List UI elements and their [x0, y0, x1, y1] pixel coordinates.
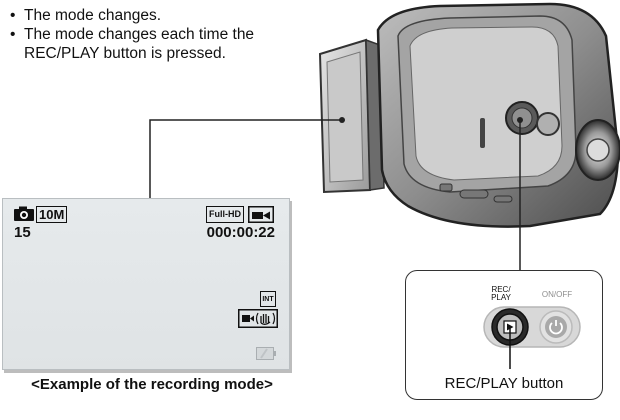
shots-remaining: 15: [14, 224, 31, 241]
video-quality-badge: Full-HD: [206, 206, 244, 223]
camera-mode-icon: [13, 206, 35, 222]
lcd-screen-example: 10M 15 Full-HD 000:00:22 INT: [2, 198, 290, 370]
internal-memory-indicator: INT: [260, 291, 276, 307]
video-mode-icon: [248, 206, 274, 223]
instruction-list: The mode changes. The mode changes each …: [4, 6, 294, 63]
button-callout: REC/ PLAY ON/OFF REC/PLAY button: [405, 270, 603, 400]
resolution-badge: 10M: [36, 206, 67, 223]
instruction-item: The mode changes.: [4, 6, 294, 25]
camera-illustration: [300, 0, 620, 260]
lcd-caption: <Example of the recording mode>: [14, 376, 290, 394]
time-remaining: 000:00:22: [207, 224, 275, 241]
instruction-item: The mode changes each time the REC/PLAY …: [4, 25, 294, 63]
rec-play-button-label: REC/PLAY button: [406, 375, 602, 392]
image-stabilizer-icon: [238, 309, 278, 328]
battery-icon: [256, 347, 276, 360]
